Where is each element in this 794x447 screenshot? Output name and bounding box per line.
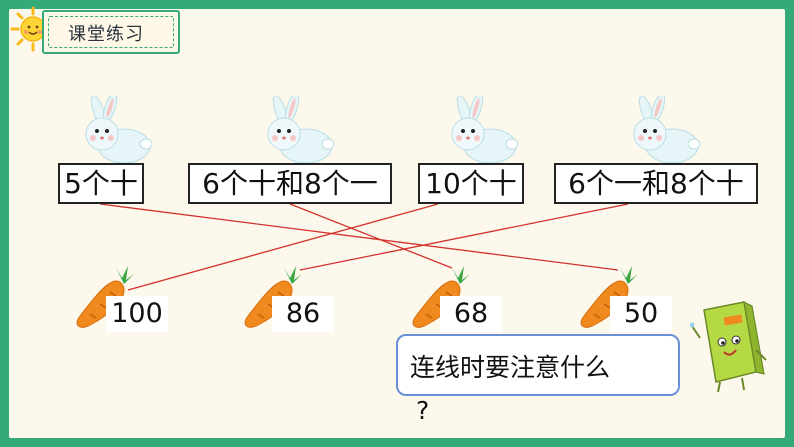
number-box-1[interactable]: 100 [106, 296, 168, 332]
number-box-2[interactable]: 86 [272, 296, 334, 332]
label-box-1[interactable]: 5个十 [58, 163, 144, 204]
number-box-3[interactable]: 68 [440, 296, 502, 332]
rabbit-icon [85, 96, 153, 164]
label-box-3[interactable]: 10个十 [418, 163, 524, 204]
question-mark: ? [416, 396, 430, 425]
label-box-4[interactable]: 6个一和8个十 [554, 163, 758, 204]
rabbit-icon [633, 96, 701, 164]
number-box-4[interactable]: 50 [610, 296, 672, 332]
carrot-icon [76, 266, 134, 328]
book-mascot-icon [690, 300, 767, 393]
question-text: 连线时要注意什么 [410, 353, 611, 382]
rabbit-icon [267, 96, 335, 164]
label-box-2[interactable]: 6个十和8个一 [188, 163, 392, 204]
section-badge: 课堂练习 [42, 10, 180, 54]
question-bubble: 连线时要注意什么 [396, 334, 680, 396]
section-title: 课堂练习 [68, 24, 144, 45]
rabbit-icon [451, 96, 519, 164]
